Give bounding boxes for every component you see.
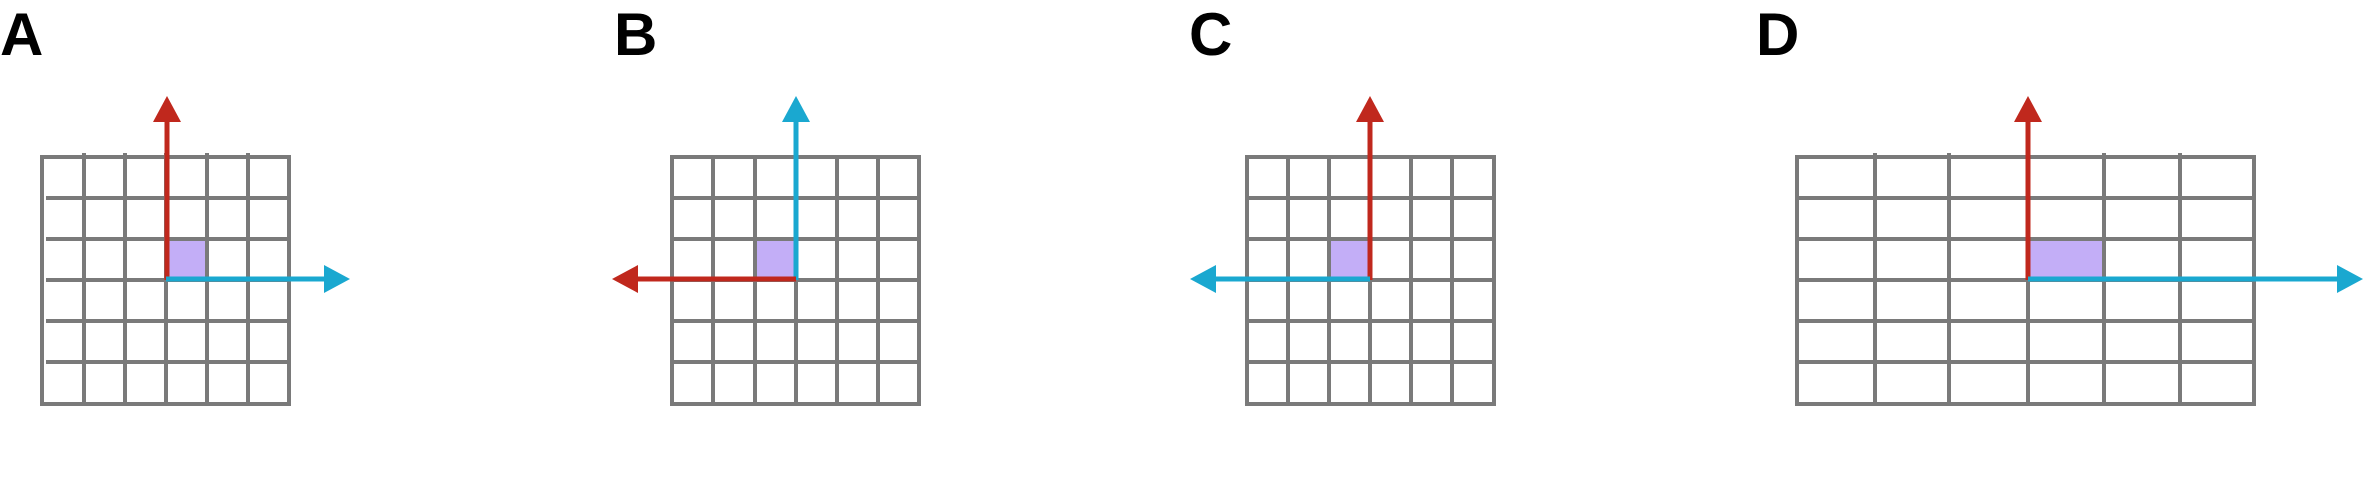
arrowhead [2337,265,2363,293]
highlighted-cell [1329,239,1370,280]
arrowhead [1190,265,1216,293]
horizontal-vector [1190,265,1370,293]
panel-a: A [0,1,350,406]
arrowhead [782,96,810,122]
panel-label-d: D [1756,1,1799,68]
arrowhead [153,96,181,122]
vertical-vector [2014,96,2042,280]
arrowhead [2014,96,2042,122]
panel-d: D [1756,1,2363,406]
horizontal-vector [166,265,350,293]
highlighted-cell [166,239,207,280]
vertical-vector [782,96,810,280]
horizontal-vector [2028,265,2363,293]
arrowhead [1356,96,1384,122]
panel-c: C [1189,1,1496,406]
horizontal-vector [612,265,796,293]
highlighted-cell [755,239,796,280]
panel-label-b: B [614,1,657,68]
highlighted-cell [2028,239,2104,280]
panel-label-a: A [0,1,43,68]
panel-b: B [612,1,921,406]
arrowhead [324,265,350,293]
arrowhead [612,265,638,293]
grid [40,153,291,406]
vertical-vector [153,96,181,280]
panel-label-c: C [1189,1,1232,68]
vertical-vector [1356,96,1384,280]
